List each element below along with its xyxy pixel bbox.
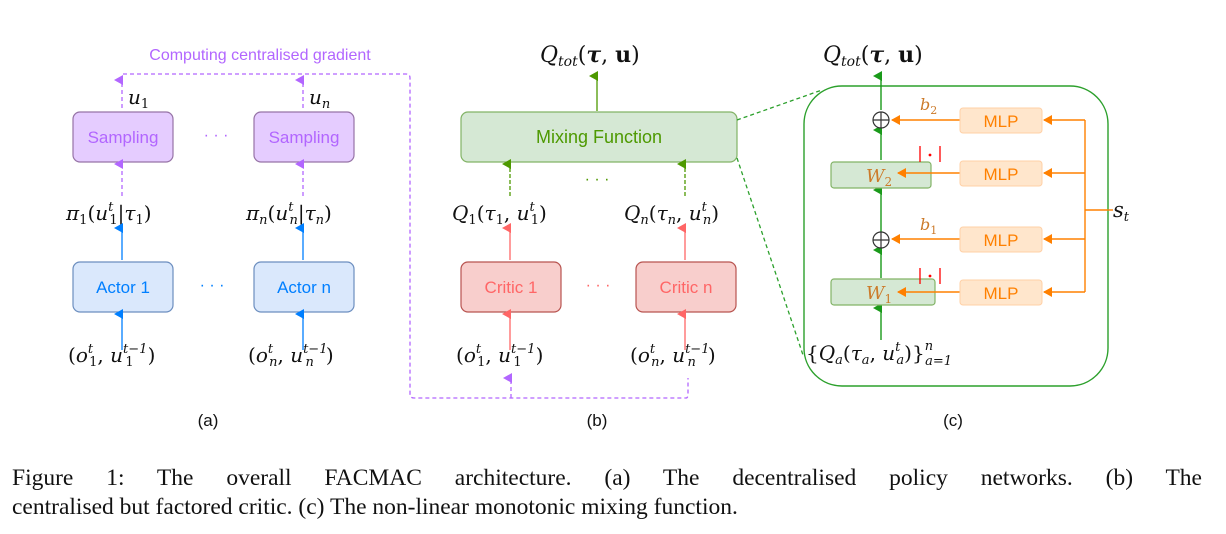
actor-box-1: Actor 1	[72, 261, 174, 313]
mixing-function-box: Mixing Function	[460, 111, 738, 163]
panel-b: Qtot(τ, u) Mixing Function · · · Q1(τ1, …	[452, 42, 823, 430]
zoom-connector-bottom	[736, 157, 804, 356]
abs-operator-w1	[919, 268, 941, 284]
facmac-architecture-diagram: Computing centralised gradient u1 un Sam…	[65, 42, 1130, 430]
sum-node-1	[872, 231, 890, 249]
caption-line-1: Figure 1: The overall FACMAC architectur…	[12, 465, 1202, 491]
bias-b1-label: b1	[920, 215, 937, 237]
mlp-box-w1: MLP	[959, 279, 1043, 306]
critic-label: Critic n	[660, 278, 713, 297]
mlp-box-w2: MLP	[959, 160, 1043, 187]
sum-node-2	[872, 111, 890, 129]
actor-box-n: Actor n	[253, 261, 355, 313]
ellipsis-actors: · · ·	[200, 277, 225, 294]
actor-label: Actor 1	[96, 278, 150, 297]
state-label: st	[1113, 198, 1130, 225]
sampling-label: Sampling	[269, 128, 340, 147]
critic-box-n: Critic n	[635, 261, 737, 313]
panel-b-label: (b)	[587, 411, 608, 430]
panel-c-label: (c)	[943, 411, 963, 430]
weight-box-w1: W1	[830, 278, 936, 306]
actor-label: Actor n	[277, 278, 331, 297]
sampling-box-1: Sampling	[72, 111, 174, 163]
caption-line-2: centralised but factored critic. (c) The…	[12, 494, 738, 520]
panel-a: Computing centralised gradient u1 un Sam…	[65, 47, 689, 430]
figure-caption: Figure 1: The overall FACMAC architectur…	[12, 464, 1202, 522]
panel-c: Qtot(τ, u) W2 W1	[803, 42, 1130, 430]
sampling-label: Sampling	[88, 128, 159, 147]
panel-a-label: (a)	[198, 411, 219, 430]
ellipsis-sampling: · · ·	[204, 127, 229, 144]
gradient-label: Computing centralised gradient	[149, 47, 371, 64]
ellipsis-critics: · · ·	[586, 277, 611, 294]
critic-label: Critic 1	[485, 278, 538, 297]
critic-box-1: Critic 1	[460, 261, 562, 313]
state-bus-line	[1084, 120, 1108, 292]
mlp-label: MLP	[984, 284, 1019, 303]
q-tot-output-b: Qtot(τ, u)	[540, 42, 640, 70]
mlp-label: MLP	[984, 231, 1019, 250]
gradient-loop-line	[121, 73, 689, 399]
mixing-function-label: Mixing Function	[536, 127, 662, 147]
mixing-network-container	[803, 85, 1109, 387]
bias-b2-label: b2	[920, 95, 937, 117]
mlp-box-b1: MLP	[959, 226, 1043, 253]
mlp-label: MLP	[984, 112, 1019, 131]
q-tot-output-c: Qtot(τ, u)	[823, 42, 923, 70]
sampling-box-n: Sampling	[253, 111, 355, 163]
ellipsis-q: · · ·	[585, 171, 610, 188]
mlp-box-b2: MLP	[959, 107, 1043, 134]
weight-box-w2: W2	[830, 161, 932, 189]
mlp-label: MLP	[984, 165, 1019, 184]
action-un: un	[309, 85, 330, 112]
action-u1: u1	[128, 85, 149, 112]
abs-operator-w2	[919, 146, 941, 162]
zoom-connector-top	[736, 89, 823, 121]
